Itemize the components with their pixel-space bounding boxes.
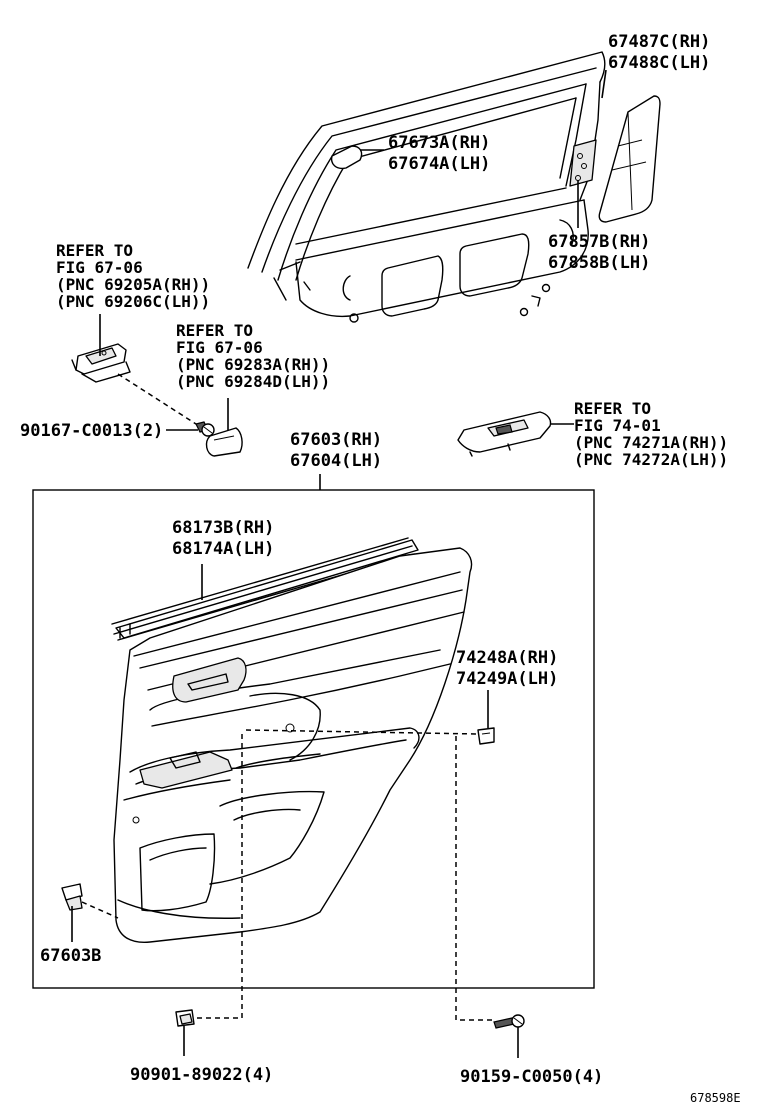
belt-molding-part [598, 95, 661, 223]
pillar-clip-rh-label: 67857B(RH) [548, 232, 650, 252]
screw-top-label: 90167-C0013(2) [20, 421, 163, 441]
handle-ref-line3: (PNC 69205A(RH)) [56, 275, 210, 294]
screw-bottom-part [493, 1014, 525, 1029]
clip-bottom-label: 90901-89022(4) [130, 1065, 273, 1085]
weatherstrip-lh-label: 68174A(LH) [172, 539, 274, 559]
door-trim-board-part [111, 537, 473, 943]
armrest-clip-part [477, 727, 495, 745]
switch-ref-line4: (PNC 74272A(LH)) [574, 450, 728, 469]
trim-clip-part [61, 883, 83, 911]
clip-bottom-part [175, 1009, 195, 1027]
switch-ref-line3: (PNC 74271A(RH)) [574, 433, 728, 452]
trim-board-lh-label: 67604(LH) [290, 451, 382, 471]
inner-handle-part [71, 343, 131, 383]
glass-seal-part [330, 145, 363, 170]
belt-molding-lh-label: 67488C(LH) [608, 53, 710, 73]
handle-bezel-part [205, 427, 243, 457]
window-switch-part [457, 411, 552, 457]
handle-ref-line1: REFER TO [56, 241, 133, 260]
glass-seal-rh-label: 67673A(RH) [388, 133, 490, 153]
figure-id-label: 678598E [690, 1091, 741, 1105]
switch-ref-line2: FIG 74-01 [574, 416, 661, 435]
bezel-ref-line4: (PNC 69284D(LH)) [176, 372, 330, 391]
door-frame-illustration [247, 51, 606, 323]
trim-board-rh-label: 67603(RH) [290, 430, 382, 450]
bezel-ref-line2: FIG 67-06 [176, 338, 263, 357]
pillar-clip-lh-label: 67858B(LH) [548, 253, 650, 273]
trim-clip-label: 67603B [40, 946, 101, 966]
trim-board-group-box [32, 489, 595, 989]
armrest-clip-lh-label: 74249A(LH) [456, 669, 558, 689]
bezel-ref-line3: (PNC 69283A(RH)) [176, 355, 330, 374]
glass-seal-lh-label: 67674A(LH) [388, 154, 490, 174]
bezel-ref-line1: REFER TO [176, 321, 253, 340]
screw-bottom-label: 90159-C0050(4) [460, 1067, 603, 1087]
leader-lines [71, 69, 607, 1058]
screw-top-part [195, 421, 215, 437]
weatherstrip-rh-label: 68173B(RH) [172, 518, 274, 538]
belt-molding-rh-label: 67487C(RH) [608, 32, 710, 52]
pillar-clip-part [569, 139, 597, 187]
armrest-clip-rh-label: 74248A(RH) [456, 648, 558, 668]
switch-ref-line1: REFER TO [574, 399, 651, 418]
handle-ref-line2: FIG 67-06 [56, 258, 143, 277]
handle-ref-line4: (PNC 69206C(LH)) [56, 292, 210, 311]
